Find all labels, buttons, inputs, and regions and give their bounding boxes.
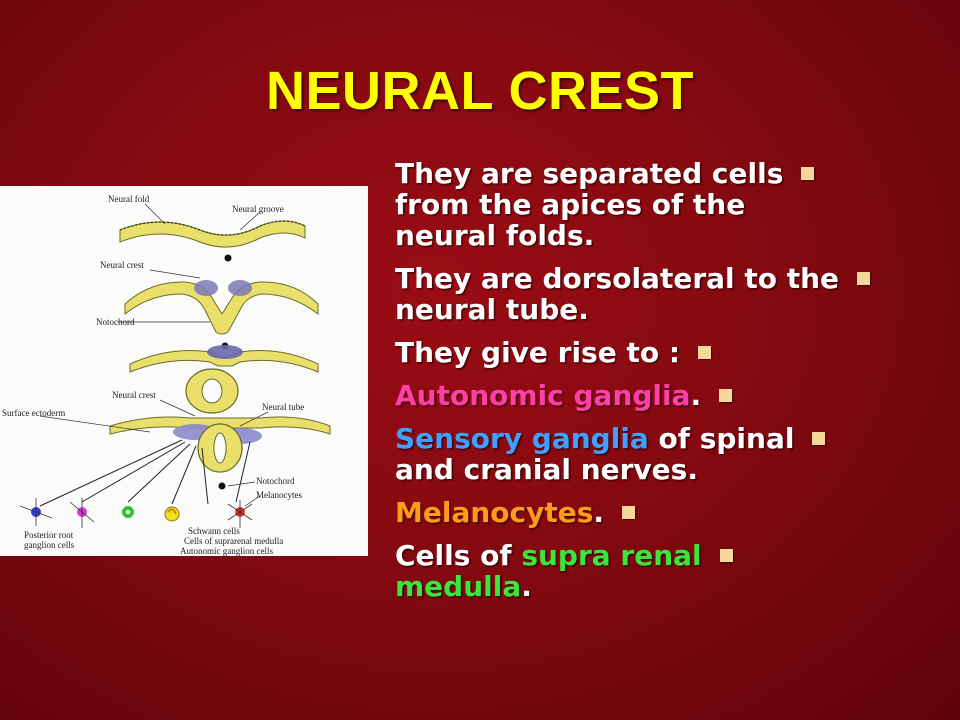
bullet-list: They are separated cells from the apices… xyxy=(395,158,955,614)
migration-arrows xyxy=(39,439,251,507)
bullet-text: of spinal xyxy=(648,422,795,455)
bullet-text: neural folds. xyxy=(395,219,595,252)
bullet-text-highlight: Sensory ganglia xyxy=(395,422,649,455)
label-posterior-root-2: ganglion cells xyxy=(24,540,75,550)
bullet-text-highlight: Melanocytes xyxy=(395,496,594,529)
bullet-item: Cells of supra renal medulla. xyxy=(395,540,955,602)
label-neural-crest-top: Neural crest xyxy=(100,260,144,270)
bullet-square-icon xyxy=(719,549,733,562)
neural-tube-stage xyxy=(109,416,331,490)
label-autonomic-ganglion: Autonomic ganglion cells xyxy=(180,546,273,556)
bullet-square-icon xyxy=(857,272,871,285)
label-neural-groove: Neural groove xyxy=(232,204,284,214)
bullet-text: . xyxy=(521,570,532,603)
bullet-square-icon xyxy=(698,346,712,359)
bullet-text: neural tube. xyxy=(395,293,589,326)
closing-tube-stage xyxy=(129,345,319,414)
bullet-item: They are separated cells from the apices… xyxy=(395,158,955,251)
bullet-text: from the apices of the xyxy=(395,188,746,221)
label-melanocytes: Melanocytes xyxy=(256,490,302,500)
bullet-square-icon xyxy=(812,432,826,445)
derivative-cells xyxy=(19,498,253,528)
bullet-square-icon xyxy=(622,506,636,519)
neural-plate-stage xyxy=(119,220,306,262)
label-schwann-cells: Schwann cells xyxy=(188,526,240,536)
label-notochord-bottom: Notochord xyxy=(256,476,295,486)
bullet-item: Autonomic ganglia. xyxy=(395,380,955,411)
label-posterior-root-1: Posterior root xyxy=(24,530,74,540)
bullet-text: and cranial nerves. xyxy=(395,453,698,486)
label-leaders xyxy=(39,203,269,507)
bullet-item: Melanocytes. xyxy=(395,497,955,528)
bullet-item: Sensory ganglia of spinal and cranial ne… xyxy=(395,423,955,485)
neural-fold-stage xyxy=(124,280,319,350)
label-notochord-top: Notochord xyxy=(96,317,135,327)
label-neural-tube: Neural tube xyxy=(262,402,304,412)
bullet-text: . xyxy=(690,379,702,412)
label-neural-fold: Neural fold xyxy=(108,194,150,204)
bullet-text: Cells of xyxy=(395,539,522,572)
bullet-text-highlight: supra renal xyxy=(521,539,702,572)
label-surface-ectoderm: Surface ectoderm xyxy=(2,408,65,418)
bullet-text-highlight: medulla xyxy=(395,570,522,603)
bullet-text-highlight: Autonomic ganglia xyxy=(395,379,691,412)
bullet-text: They give rise to : xyxy=(395,336,681,369)
bullet-square-icon xyxy=(719,389,733,402)
label-neural-crest-mid: Neural crest xyxy=(112,390,156,400)
label-suprarenal-medulla: Cells of suprarenal medulla xyxy=(184,536,283,546)
neural-crest-diagram: Neural fold Neural groove Neural crest N… xyxy=(0,186,368,556)
bullet-item: They are dorsolateral to the neural tube… xyxy=(395,263,955,325)
bullet-square-icon xyxy=(801,167,815,180)
bullet-text: They are dorsolateral to the xyxy=(395,262,840,295)
bullet-text: They are separated cells xyxy=(395,157,784,190)
bullet-text: . xyxy=(593,496,605,529)
slide-title: NEURAL CREST xyxy=(265,61,695,121)
bullet-item: They give rise to : xyxy=(395,337,955,368)
